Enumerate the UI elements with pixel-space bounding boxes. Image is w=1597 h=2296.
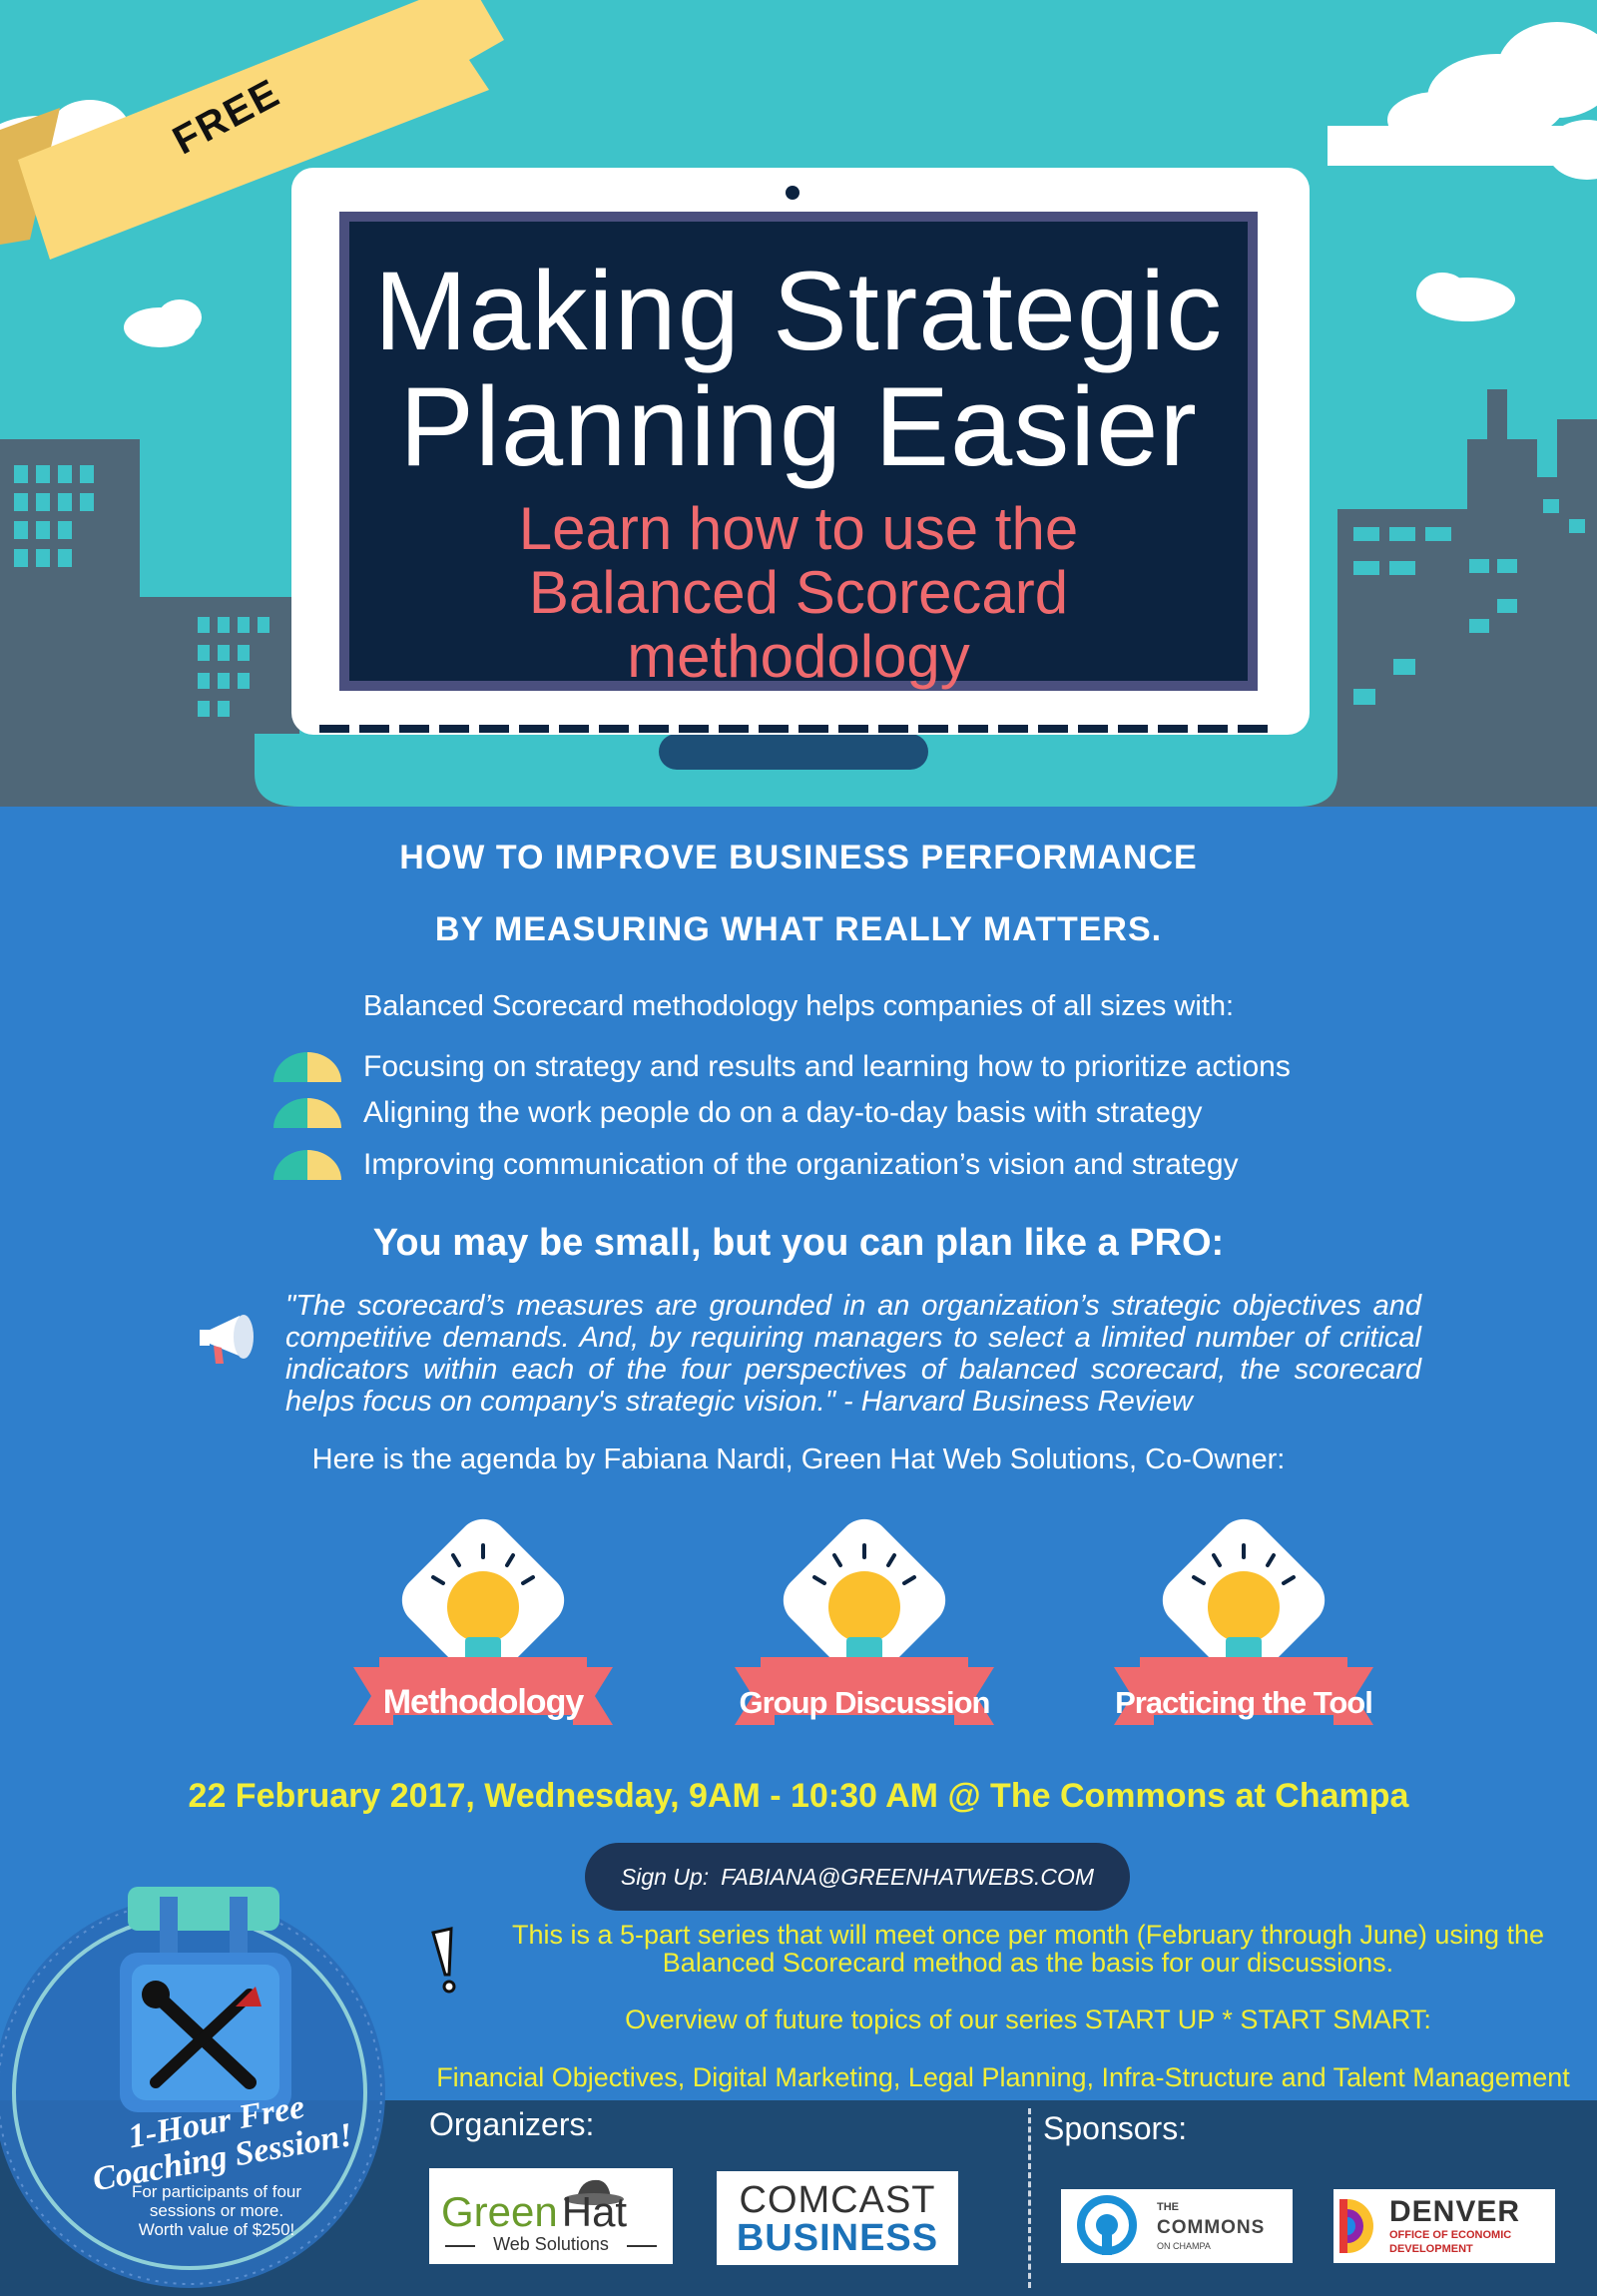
list-item: Focusing on strategy and results and lea… <box>271 1044 1291 1090</box>
intro-text: Balanced Scorecard methodology helps com… <box>362 990 1235 1022</box>
event-date-line: 22 February 2017, Wednesday, 9AM - 10:30… <box>188 1777 1409 1815</box>
green-hat-icon <box>445 2179 657 2247</box>
footer-divider <box>1028 2108 1031 2288</box>
commons-icon <box>1077 2195 1137 2255</box>
half-circle-icon <box>273 1052 341 1082</box>
sponsors-label: Sponsors: <box>1043 2110 1188 2146</box>
commons-line-1: THE <box>1157 2201 1179 2213</box>
comcast-business-logo[interactable]: COMCAST BUSINESS <box>717 2171 958 2265</box>
commons-line-2: COMMONS <box>1157 2217 1266 2238</box>
agenda-label: Methodology <box>382 1683 585 1721</box>
list-item: Improving communication of the organizat… <box>271 1142 1291 1188</box>
half-circle-icon <box>273 1098 341 1128</box>
headline-line-1: HOW TO IMPROVE BUSINESS PERFORMANCE <box>399 839 1198 876</box>
agenda-intro: Here is the agenda by Fabiana Nardi, Gre… <box>311 1443 1286 1475</box>
laptop-screen: Making Strategic Planning Easier Learn h… <box>339 212 1258 691</box>
badge-details: For participants of four sessions or mor… <box>100 2182 333 2239</box>
denver-d-icon <box>1339 2199 1373 2253</box>
subtitle: Learn how to use the Balanced Scorecard … <box>349 497 1248 689</box>
denver-oed-logo[interactable]: DENVER OFFICE OF ECONOMIC DEVELOPMENT <box>1333 2189 1555 2263</box>
green-hat-word-2: Hat <box>561 2188 628 2235</box>
series-line-2: Balanced Scorecard method as the basis f… <box>662 1948 1394 1978</box>
subtitle-line-3: methodology <box>627 623 970 690</box>
list-item-text: Improving communication of the organizat… <box>363 1148 1239 1181</box>
denver-line-2: OFFICE OF ECONOMIC <box>1389 2229 1512 2241</box>
badge-line-1: For participants of four <box>131 2182 302 2201</box>
main-title: Making Strategic Planning Easier <box>349 254 1248 485</box>
title-line-2: Planning Easier <box>399 364 1198 489</box>
megaphone-icon <box>200 1315 254 1364</box>
list-item-text: Focusing on strategy and results and lea… <box>363 1050 1291 1083</box>
signup-button[interactable]: Sign Up: FABIANA@GREENHATWEBS.COM <box>585 1843 1130 1911</box>
lightbulb-icon <box>735 1518 994 1725</box>
lightbulb-icon <box>353 1518 613 1725</box>
signup-label: Sign Up: <box>620 1863 710 1890</box>
hero-banner: FREE Making Strategic Planning Easier Le… <box>0 0 1597 807</box>
badge-line-3: Worth value of $250! <box>138 2220 295 2239</box>
denver-line-1: DENVER <box>1389 2195 1521 2228</box>
subtitle-line-2: Balanced Scorecard <box>528 559 1069 626</box>
green-hat-subtitle: Web Solutions <box>493 2234 609 2254</box>
series-line-1: This is a 5-part series that will meet o… <box>512 1920 1544 1950</box>
subtitle-line-1: Learn how to use the <box>518 495 1079 562</box>
commons-line-3: ON CHAMPA <box>1157 2241 1211 2251</box>
denver-line-3: DEVELOPMENT <box>1389 2243 1473 2255</box>
exclamation-icon <box>431 1927 456 1994</box>
comcast-line-2: BUSINESS <box>736 2217 939 2259</box>
coaching-badge <box>0 1887 385 2288</box>
toolbox-icon <box>120 1887 291 2112</box>
list-item: Aligning the work people do on a day-to-… <box>271 1090 1291 1136</box>
half-circle-icon <box>273 1150 341 1180</box>
agenda-label: Group Discussion <box>739 1685 991 1720</box>
agenda-label: Practicing the Tool <box>1115 1685 1373 1720</box>
quote-text: "The scorecard’s measures are grounded i… <box>285 1290 1421 1418</box>
badge-line-2: sessions or more. <box>149 2201 284 2220</box>
agenda-item-practicing-the-tool: Practicing the Tool <box>1114 1517 1373 1747</box>
agenda-item-methodology: Methodology <box>353 1517 613 1747</box>
series-overview: Overview of future topics of our series … <box>625 2005 1431 2034</box>
pro-heading: You may be small, but you can plan like … <box>372 1222 1225 1264</box>
green-hat-logo[interactable]: GreenHat Web Solutions <box>429 2168 673 2264</box>
benefit-list: Focusing on strategy and results and lea… <box>271 1044 1291 1188</box>
agenda-item-group-discussion: Group Discussion <box>735 1517 994 1747</box>
title-line-1: Making Strategic <box>373 249 1224 373</box>
signup-email-link[interactable]: FABIANA@GREENHATWEBS.COM <box>721 1863 1095 1890</box>
series-topics: Financial Objectives, Digital Marketing,… <box>436 2062 1570 2092</box>
lightbulb-icon <box>1114 1518 1373 1725</box>
series-description: This is a 5-part series that will meet o… <box>459 1921 1597 1977</box>
list-item-text: Aligning the work people do on a day-to-… <box>363 1096 1203 1129</box>
headline-line-2: BY MEASURING WHAT REALLY MATTERS. <box>434 910 1163 948</box>
organizers-label: Organizers: <box>429 2106 595 2142</box>
the-commons-logo[interactable]: THE COMMONS ON CHAMPA <box>1061 2189 1293 2263</box>
green-hat-word-1: Green <box>441 2188 558 2235</box>
free-ribbon-shape <box>0 0 504 260</box>
comcast-line-1: COMCAST <box>739 2179 936 2221</box>
